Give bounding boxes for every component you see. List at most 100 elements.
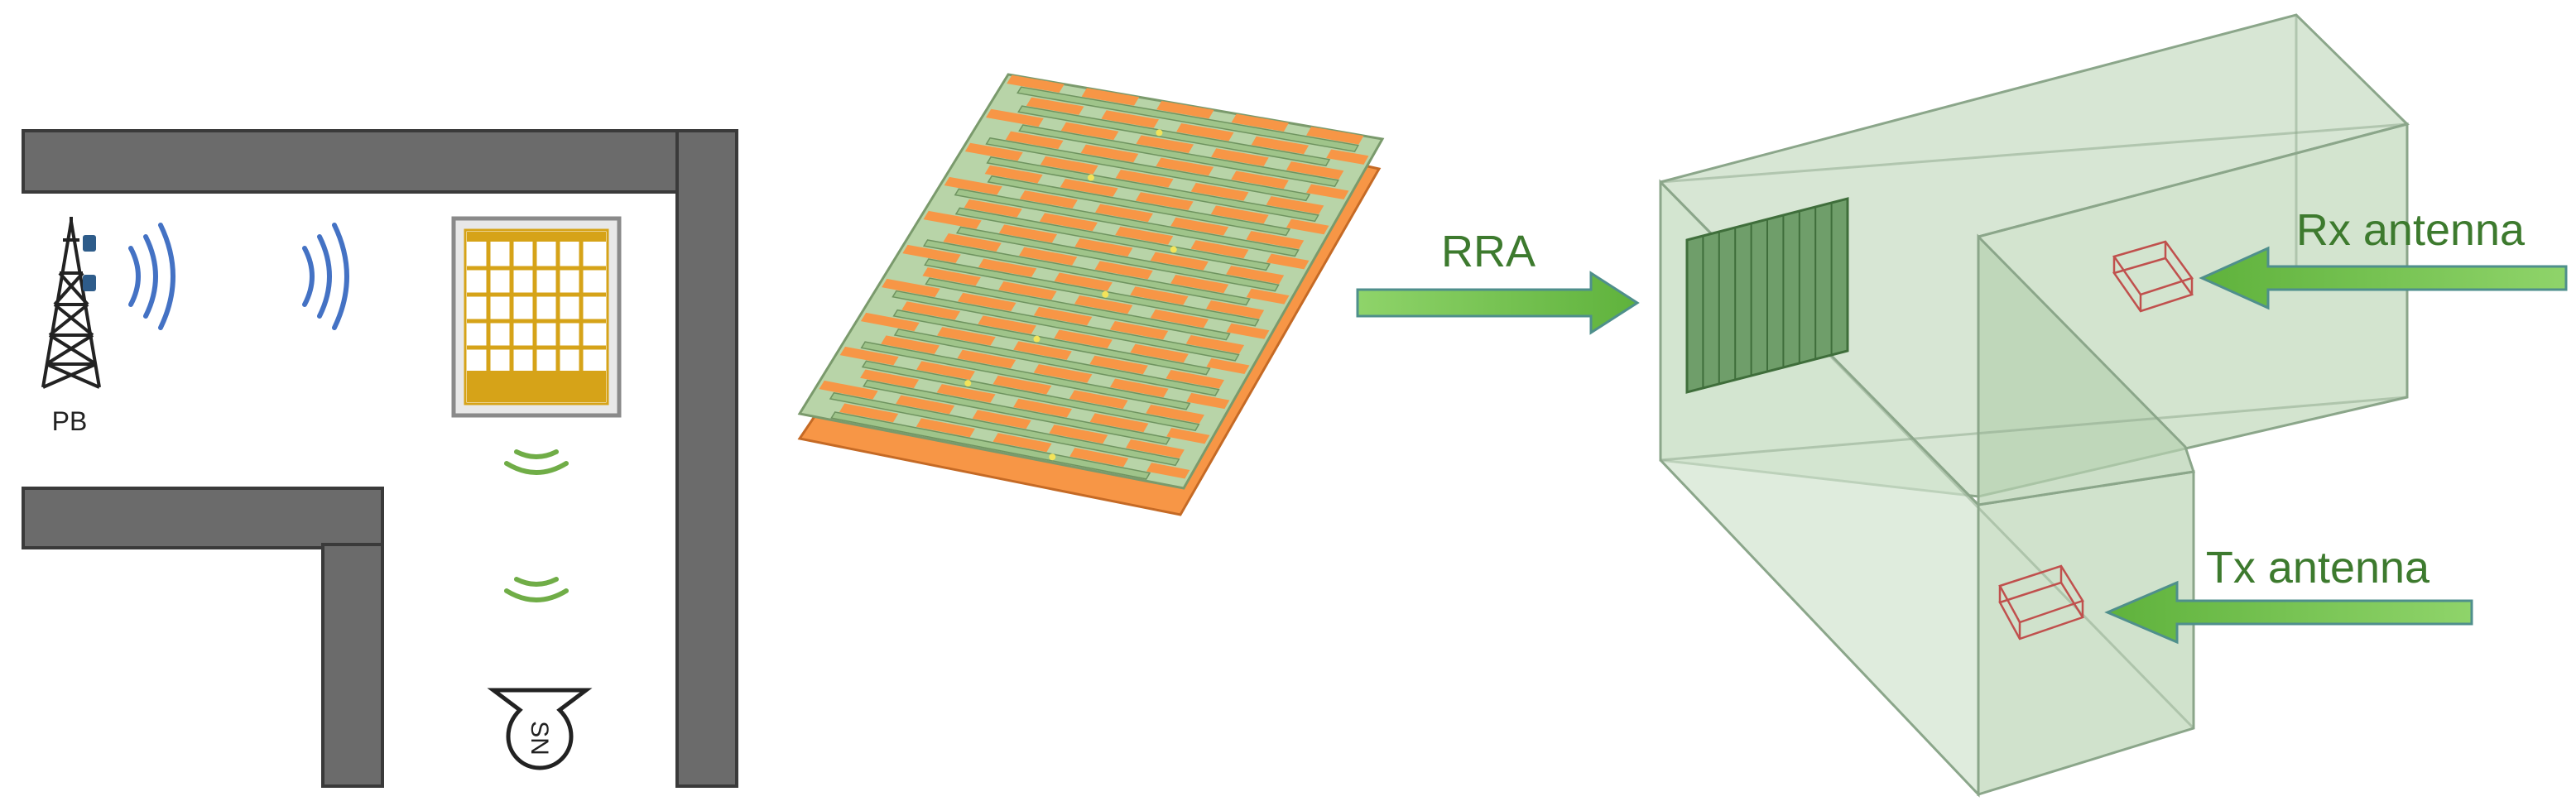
rra-patch <box>1165 369 1224 389</box>
rra-strip <box>954 207 1271 271</box>
rra-patch <box>1246 288 1290 305</box>
rra-patch <box>978 258 1037 277</box>
rra-patch <box>1146 404 1204 424</box>
tx-antenna-box <box>1998 564 2084 640</box>
rra-patch <box>957 292 1016 312</box>
rra-patch <box>922 267 981 286</box>
rra-patch <box>1286 218 1329 235</box>
rra-strip <box>860 341 1191 410</box>
rra-strip <box>987 175 1291 237</box>
rra-via <box>964 380 972 387</box>
rx-antenna-arrow <box>2199 246 2568 310</box>
rra-patch <box>860 369 920 389</box>
rra-patch <box>1089 355 1148 375</box>
rra-patch <box>1040 156 1098 175</box>
rra-patch <box>1176 123 1234 142</box>
base-station-antenna-upper <box>83 235 96 252</box>
rra-patch <box>1231 113 1289 132</box>
rra-patch <box>1026 97 1084 115</box>
signal-wave-blue-1 <box>128 223 175 330</box>
rra-patch <box>1115 226 1174 245</box>
rra-strip-array <box>829 86 1359 480</box>
rra-arrow-label: RRA <box>1441 227 1536 276</box>
rra-patch <box>860 312 920 332</box>
rra-patch <box>1089 413 1149 433</box>
rra-patch <box>1130 343 1189 363</box>
rra-patch <box>1019 247 1078 266</box>
rra-via <box>1087 174 1094 181</box>
rra-patch <box>1115 169 1174 188</box>
rra-patch <box>1186 392 1230 410</box>
rra-patch <box>937 327 996 346</box>
rra-patch <box>1069 448 1129 468</box>
rra-patch <box>882 278 940 298</box>
rra-via <box>1033 335 1040 343</box>
rra-arrow <box>1356 271 1640 335</box>
rra-patch <box>1266 253 1310 270</box>
rra-strip <box>985 137 1311 202</box>
sensor-node-icon: SN <box>487 688 593 770</box>
wall-right <box>675 129 738 788</box>
rra-patch <box>1060 122 1119 141</box>
rra-patch <box>1080 144 1139 163</box>
rra-patch <box>986 108 1044 127</box>
wall-lower-vertical <box>321 543 384 788</box>
rra-patch <box>1069 390 1128 410</box>
rra-patch <box>1054 272 1113 291</box>
rra-patch <box>943 233 1002 252</box>
rra-patch <box>1306 127 1364 145</box>
base-station-icon <box>41 217 101 389</box>
base-station-antenna-lower <box>83 275 96 291</box>
rra-patch <box>1101 110 1160 128</box>
signal-wave-green-2 <box>504 577 569 602</box>
rra-patch <box>978 315 1036 334</box>
rra-patch <box>1005 131 1064 150</box>
rra-patch <box>1326 149 1369 165</box>
rra-via <box>1049 453 1056 461</box>
rra-patch <box>1033 306 1093 326</box>
rra-patch <box>881 335 940 354</box>
base-station-label: PB <box>52 406 88 436</box>
rra-strip <box>892 290 1240 362</box>
rra-strip <box>893 328 1220 396</box>
rra-patch <box>1150 309 1209 329</box>
rra-strip <box>924 258 1260 327</box>
rra-patch <box>1039 213 1098 232</box>
rra-patch <box>923 210 982 229</box>
rra-patch <box>1306 184 1349 200</box>
rra-patch <box>936 384 996 403</box>
rra-patch <box>1033 364 1093 383</box>
rra-patch <box>998 224 1058 243</box>
signal-wave-blue-2 <box>302 223 349 330</box>
rra-via <box>1170 246 1177 253</box>
rra-patch <box>964 142 1023 161</box>
sensor-label: SN <box>526 721 553 756</box>
rra-strip <box>922 239 1251 306</box>
floorplan-panel: PB <box>22 129 738 788</box>
rra-patch <box>972 410 1031 429</box>
rra-strip <box>954 188 1300 257</box>
rra-patch <box>839 346 899 366</box>
rra-strip <box>1016 86 1359 152</box>
rra-patch <box>998 281 1057 300</box>
rx-antenna-label: Rx antenna <box>2296 205 2526 255</box>
rra-patch <box>1185 335 1245 354</box>
rra-patch <box>902 244 961 263</box>
rra-patch <box>1109 320 1169 340</box>
wall-lower-horizontal <box>22 487 384 549</box>
rra-patch <box>901 301 960 320</box>
rra-patch <box>964 199 1022 218</box>
rra-patch <box>819 380 878 400</box>
rra-patch <box>1170 217 1229 236</box>
rra-patch <box>944 176 1002 195</box>
rra-patch <box>984 165 1043 184</box>
rra-strip <box>861 360 1200 432</box>
rx-antenna-box <box>2112 240 2194 313</box>
rra-strip <box>830 411 1151 480</box>
rra-patch <box>992 433 1052 453</box>
signal-wave-green-1 <box>504 449 569 475</box>
rra-patch <box>916 418 975 438</box>
rra-via <box>1102 290 1109 298</box>
rra-patch <box>1019 190 1078 209</box>
